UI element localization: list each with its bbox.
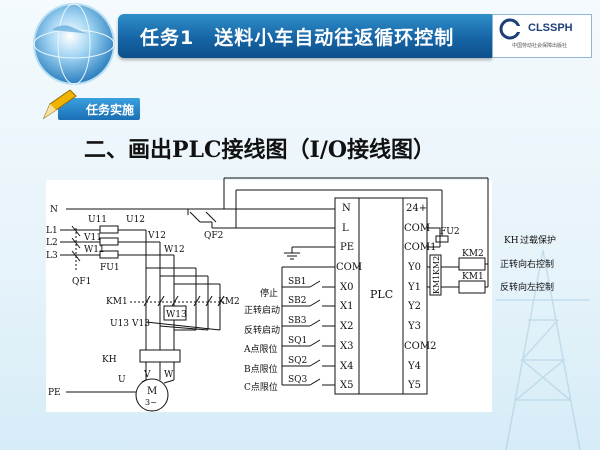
u11-label: U11: [88, 215, 107, 225]
power-circuit-labels: N L1 L2 L3 PE QF1 FU1 U11 V11 W11 U12 V1…: [46, 205, 240, 407]
section-tag-label: 任务实施: [86, 103, 135, 117]
globe-logo-icon: [33, 3, 115, 85]
logo-publisher: 中国劳动社会保障出版社: [512, 43, 568, 49]
logo-brand: CLSSPH: [528, 22, 573, 34]
input-id: SB1: [288, 277, 307, 287]
plc-terminal: X2: [340, 321, 353, 332]
motor-u: U: [118, 375, 126, 385]
motor-w: W: [164, 370, 174, 380]
plc-terminal: X3: [340, 341, 353, 352]
neutral-label: N: [50, 205, 58, 215]
plc-terminal: 24+: [406, 203, 427, 214]
plc-right-terminals: 24+ COM COM1 Y0 Y1 Y2 Y3 COM2 Y4 Y5: [404, 203, 436, 391]
qf2-label: QF2: [204, 231, 223, 241]
fu2-label: FU2: [440, 227, 460, 237]
coil-km2-label: KM2: [462, 249, 484, 259]
plc-terminal: X1: [340, 301, 353, 312]
u12-label: U12: [126, 215, 145, 225]
interlock-km2: KM2: [432, 256, 441, 275]
kh-desc: 过载保护: [520, 234, 556, 246]
reverse-desc: 反转向左控制: [500, 281, 554, 293]
v12-label: V12: [147, 231, 166, 241]
input-desc: 正转启动: [244, 304, 280, 316]
plc-terminal: X0: [340, 282, 353, 293]
line-label: L1: [46, 226, 58, 236]
km2-label: KM2: [218, 297, 240, 307]
kh-contact-label: KH: [504, 236, 519, 246]
v13-label: V13: [131, 319, 150, 329]
v11-label: V11: [83, 233, 102, 243]
plc-terminal: COM: [336, 262, 362, 273]
plc-terminal: X4: [340, 361, 353, 372]
plc-terminal: Y3: [407, 321, 421, 332]
motor-label: M: [147, 386, 157, 397]
plc-terminal: X5: [340, 380, 353, 391]
input-id: SQ1: [288, 336, 307, 346]
forward-desc: 正转向右控制: [500, 258, 554, 270]
input-desc: 停止: [260, 287, 278, 299]
plc-terminal: COM2: [404, 341, 436, 352]
power-tower-icon: [496, 250, 590, 450]
input-id: SB3: [288, 316, 307, 326]
clssph-logo-icon: [499, 18, 522, 40]
qf1-label: QF1: [72, 277, 91, 287]
w11-label: W11: [84, 245, 105, 255]
coil-km1-label: KM1: [462, 272, 484, 282]
plc-terminal: Y2: [407, 301, 421, 312]
input-id: SQ3: [288, 375, 308, 385]
input-id: SQ2: [288, 356, 307, 366]
plc-label: PLC: [370, 288, 393, 301]
fu1-label: FU1: [100, 263, 120, 273]
plc-terminal: COM: [404, 223, 430, 234]
slide-title: 任务1 送料小车自动往返循环控制: [140, 27, 455, 49]
km1-label: KM1: [106, 297, 128, 307]
output-labels: FU2 KM2 KM1 KM2 KM1 KH 过载保护 正转向右控制 反转向左控…: [432, 227, 556, 294]
input-desc: B点限位: [244, 363, 278, 375]
title-banner: [118, 14, 492, 58]
plc-inputs: SB1 停止 SB2 正转启动 SB3 反转启动 SQ1 A点限位 SQ2 B点…: [243, 277, 308, 393]
plc-terminal: Y4: [407, 361, 421, 372]
pencil-icon: [42, 89, 77, 120]
section-tag: [58, 98, 140, 120]
plc-terminal: Y0: [407, 262, 421, 273]
plc-left-terminals: N L PE COM X0 X1 X2 X3 X4 X5: [336, 203, 362, 391]
plc-terminal: L: [342, 223, 349, 234]
plc-terminal: Y1: [407, 282, 421, 293]
w13-label: W13: [166, 310, 187, 320]
line-label: L3: [46, 251, 58, 261]
interlock-km1: KM1: [432, 275, 441, 294]
line-label: L2: [46, 238, 58, 248]
u13-label: U13: [110, 319, 129, 329]
input-desc: A点限位: [243, 343, 278, 355]
plc-terminal: Y5: [407, 380, 421, 391]
w12-label: W12: [164, 245, 185, 255]
plc-terminal: PE: [340, 242, 354, 253]
input-desc: C点限位: [244, 381, 278, 393]
kh-label: KH: [102, 355, 117, 365]
motor-phase: 3~: [145, 398, 157, 407]
input-id: SB2: [288, 296, 307, 306]
plc-terminal: N: [342, 203, 351, 214]
heading: 二、画出PLC接线图（I/O接线图）: [84, 137, 436, 163]
plc-terminal: COM1: [404, 242, 436, 253]
input-desc: 反转启动: [244, 324, 280, 336]
pe-label: PE: [48, 388, 61, 398]
motor-v: V: [143, 370, 151, 380]
